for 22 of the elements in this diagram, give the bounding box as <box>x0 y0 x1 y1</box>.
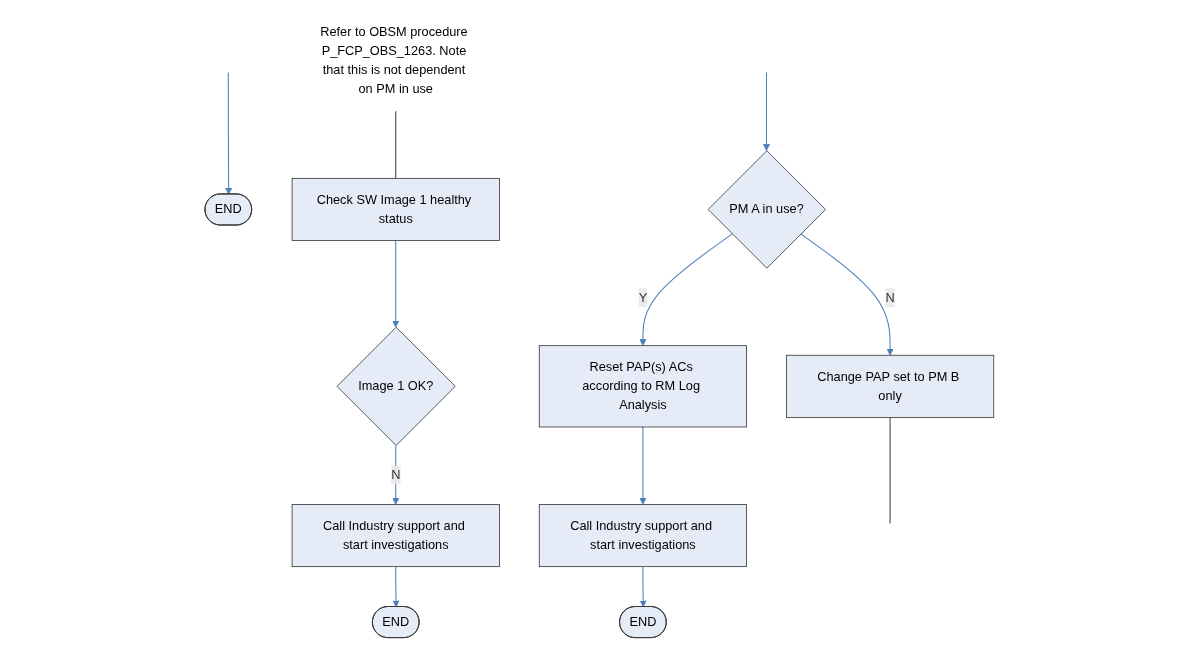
node-box: Call Industry support and start investigations <box>539 504 748 568</box>
node-box: Reset PAP(s) ACs according to RM Log Analysis <box>539 345 748 428</box>
connector <box>395 110 397 179</box>
node-box: Call Industry support and start investigations <box>292 504 501 568</box>
node-text: Refer to OBSM procedure P_FCP_OBS_1263. Note that this is not dependent on PM in use <box>320 24 469 96</box>
edge-label: N <box>391 467 401 482</box>
arrow <box>639 233 734 346</box>
arrow <box>800 233 894 356</box>
edge-label: Y <box>639 290 648 305</box>
arrow <box>225 72 233 195</box>
arrow <box>392 566 400 608</box>
arrow <box>392 240 400 328</box>
arrow <box>392 444 400 505</box>
node-diamond: PM A in use? <box>708 150 827 269</box>
node-box: Check SW Image 1 healthy status <box>292 177 501 241</box>
connector <box>890 416 892 525</box>
node-diamond: Image 1 OK? <box>337 326 457 446</box>
arrow <box>763 72 771 152</box>
arrow <box>640 566 648 608</box>
node-box: Change PAP set to PM B only <box>786 354 995 418</box>
edge-label: N <box>885 290 896 305</box>
arrow <box>639 426 647 505</box>
